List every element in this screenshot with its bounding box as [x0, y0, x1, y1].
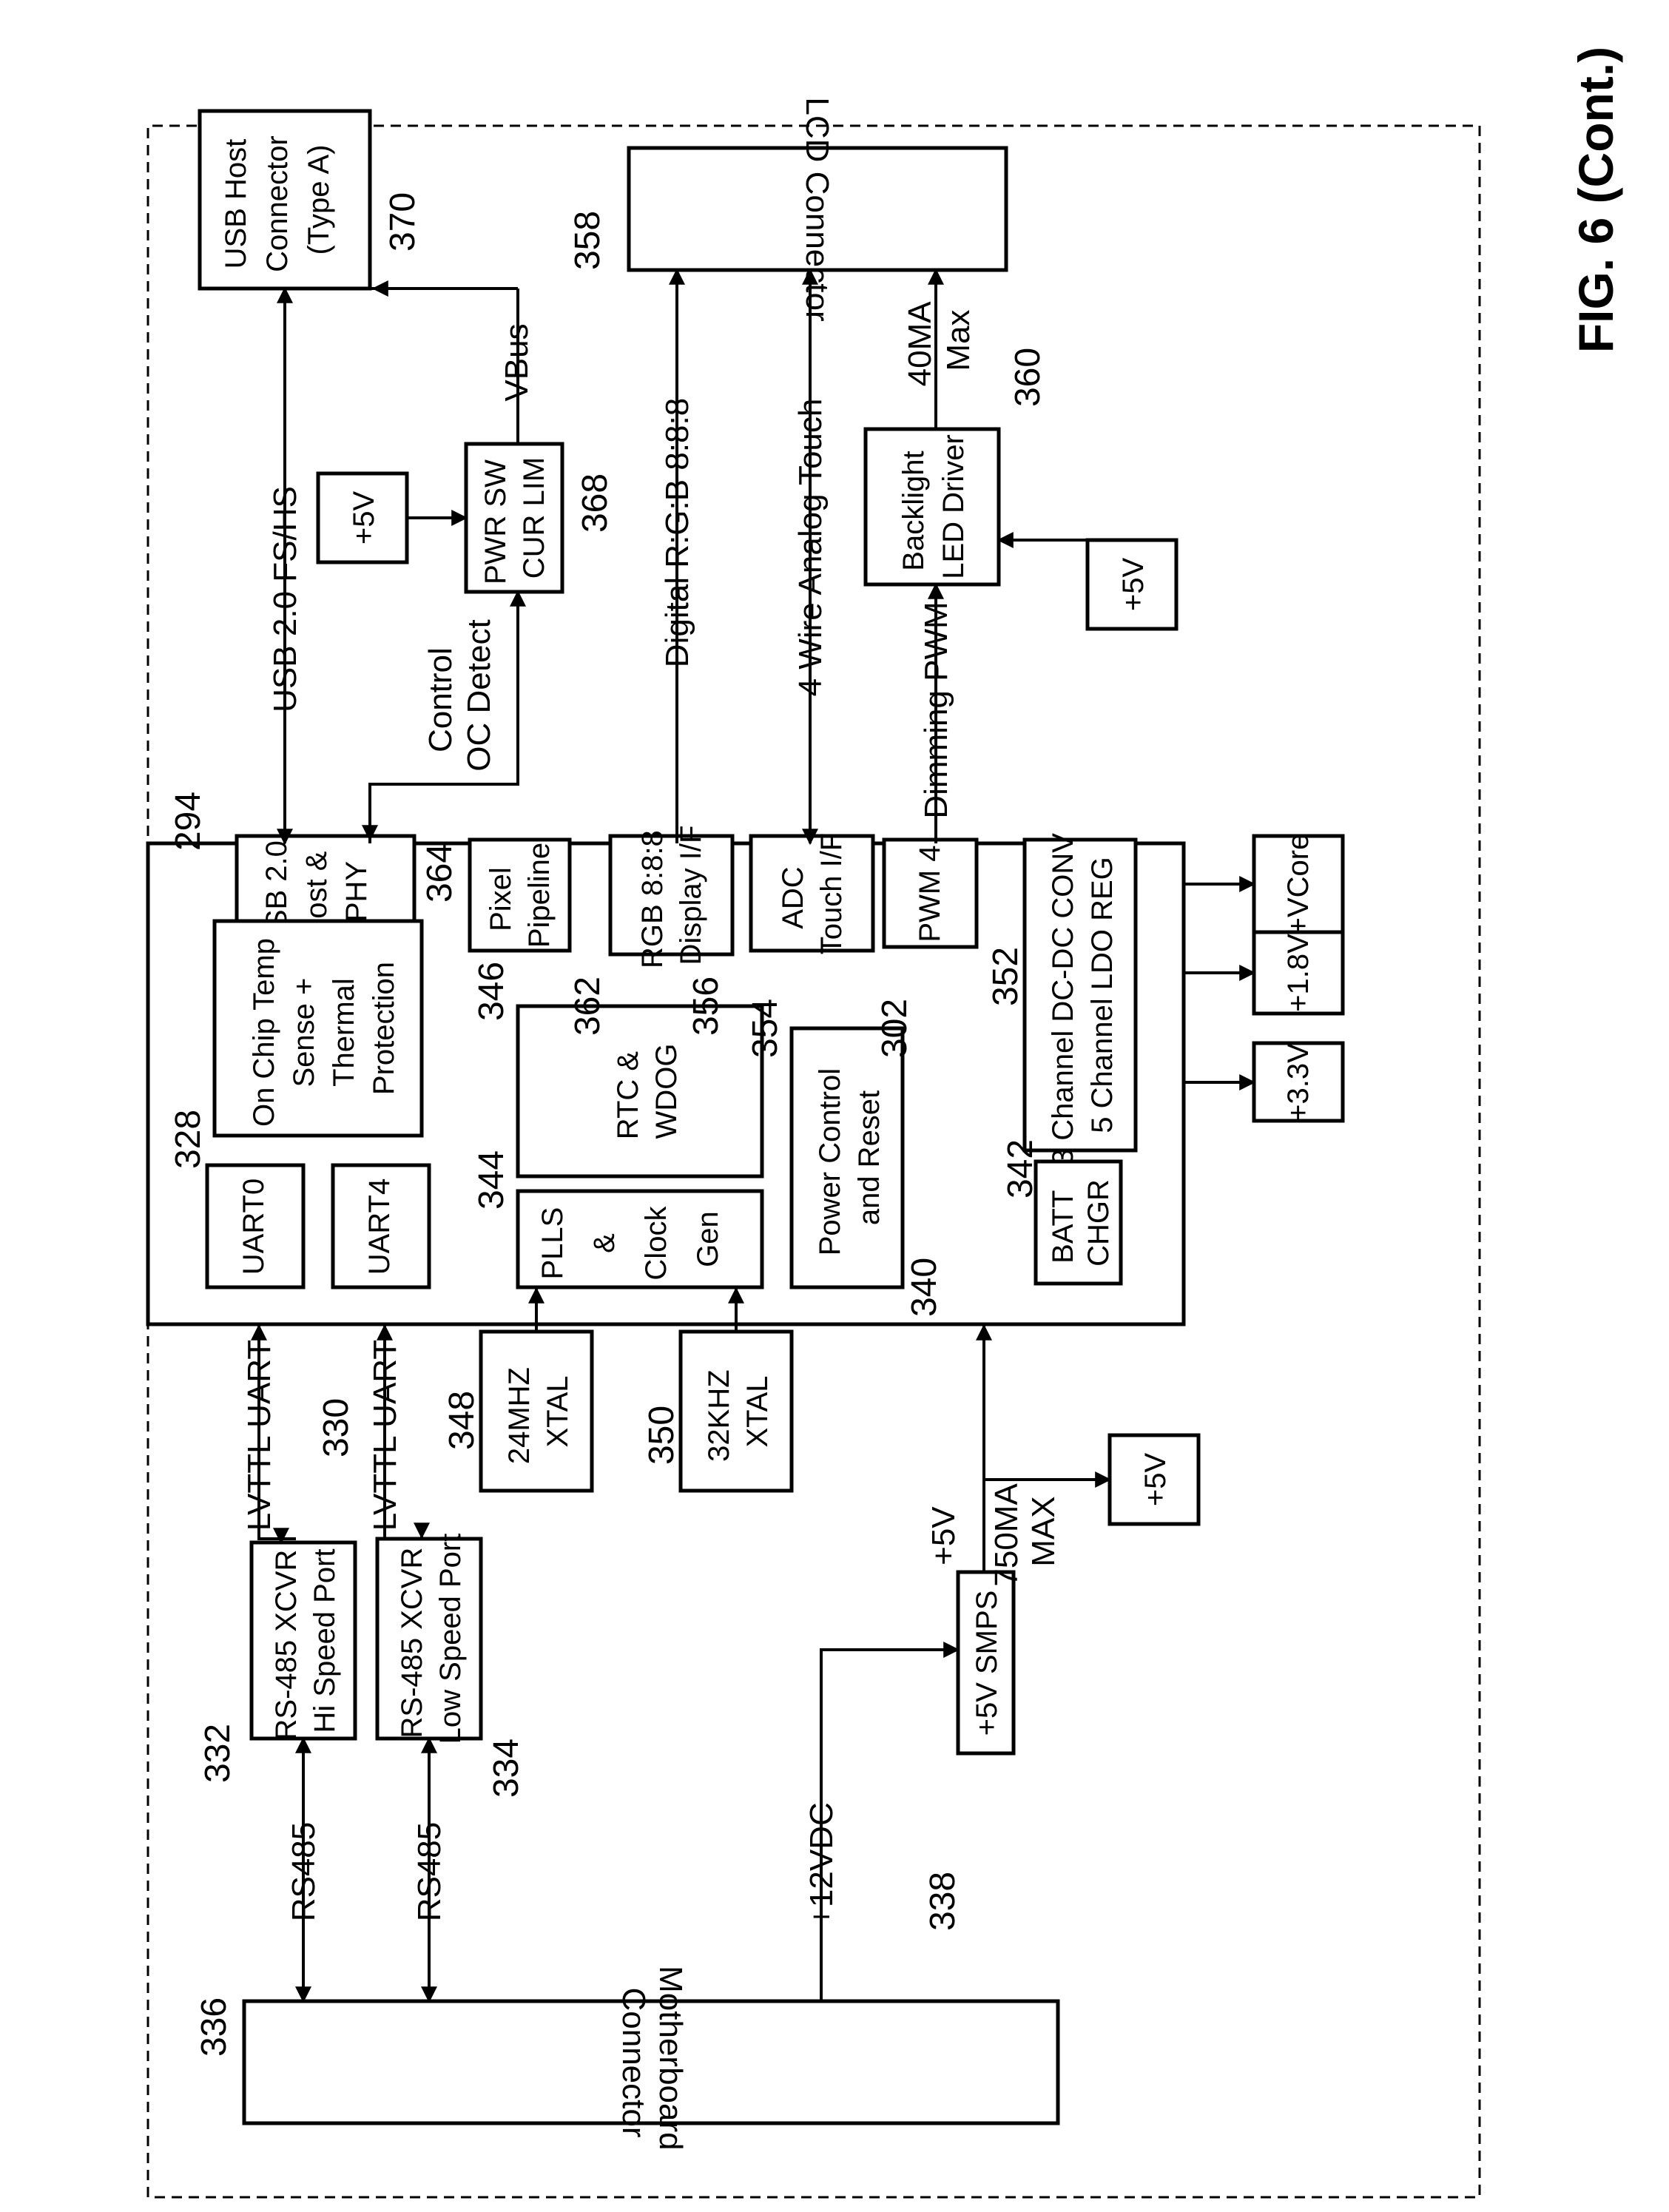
pixel-pipeline-box: [468, 837, 572, 953]
v12-signal-label: +12VDC: [803, 1802, 840, 1926]
smps-label: +5V SMPS: [971, 1591, 1003, 1736]
lcd-connector-label: LCD Connector: [799, 97, 835, 321]
ref-294: 294: [169, 792, 208, 851]
adc-touch-label: ADC Touch I/F: [777, 833, 848, 955]
digital-rgb-signal-label: Digital R:G:B 8:8:8: [659, 398, 695, 667]
ref-342: 342: [1001, 1139, 1040, 1198]
rtc-wdog-label: RTC & WDOG: [612, 1043, 683, 1139]
plls-box: [516, 1189, 764, 1289]
uart4-label: UART4: [363, 1179, 396, 1275]
ref-348: 348: [442, 1391, 482, 1450]
rs485b-signal-label: RS485: [411, 1822, 448, 1922]
on-chip-temp-box: [212, 919, 424, 1138]
motherboard-connector-box: [242, 1999, 1060, 2125]
ref-330: 330: [317, 1398, 356, 1457]
pwr-sw-label: PWR SW CUR LIM: [479, 451, 550, 584]
v33-label: +3.3V: [1282, 1043, 1315, 1122]
v18-label: +1.8V: [1282, 934, 1315, 1012]
lvttl0-signal-label: LVTTL UART: [241, 1340, 277, 1531]
motherboard-connector-label: Motherboard Connector: [616, 1966, 689, 2159]
lvttl4-signal-label: LVTTL UART: [367, 1340, 403, 1531]
batt-chgr-box: [1034, 1159, 1123, 1286]
ref-368: 368: [576, 473, 615, 533]
plus5v-label-backlight: +5V: [1117, 558, 1150, 612]
uart0-label: UART0: [237, 1179, 270, 1275]
uart4-box: [331, 1163, 431, 1289]
rs485a-signal-label: RS485: [286, 1822, 322, 1922]
figure-label: FIG. 6 (Cont.): [1568, 47, 1623, 353]
dimming-signal-label: Dimming PWM: [918, 601, 954, 818]
xtal32-box: [678, 1329, 794, 1493]
uart4-link: [383, 1324, 422, 1540]
xtal32-label: 32KHZ XTAL: [703, 1361, 774, 1462]
ref-334: 334: [487, 1739, 526, 1798]
plus5v-label-usb: +5V: [348, 491, 380, 545]
control-signal-label: Control OC Detect: [422, 619, 497, 771]
adc-touch-box: [749, 834, 875, 953]
power-control-box: [789, 1026, 905, 1289]
pixel-pipeline-label: Pixel Pipeline: [485, 843, 556, 948]
ref-370: 370: [383, 192, 422, 252]
ref-354: 354: [746, 999, 785, 1058]
led-current-label: 40MA Max: [902, 294, 977, 387]
ref-352: 352: [986, 947, 1025, 1006]
xtal24-box: [479, 1329, 594, 1493]
touch-signal-label: 4 Wire Analog Touch: [792, 399, 829, 697]
on-chip-temp-label: On Chip Temp Sense + Thermal Protection: [248, 930, 400, 1127]
xtal24-label: 24MHZ XTAL: [503, 1359, 574, 1464]
v12-line: [820, 1648, 958, 2001]
plus5v-label-supply: +5V: [1139, 1453, 1172, 1507]
rtc-wdog-box: [516, 1004, 764, 1179]
ref-340: 340: [905, 1258, 944, 1317]
rs485-hi-label: RS-485 XCVR Hi Speed Port: [270, 1542, 341, 1741]
ref-302: 302: [875, 999, 914, 1058]
reference-numerals: 370 358 368 360 294 364 362 356 354 302 …: [169, 192, 1048, 2057]
backlight-driver-box: [863, 427, 1001, 587]
rgb-display-label: RGB 8:8:8 Display I/F: [636, 822, 707, 968]
ref-338: 338: [923, 1872, 962, 1931]
pwm4-label: PWM 4: [914, 845, 946, 942]
rs485-low-label: RS-485 XCVR Low Speed Port: [396, 1534, 467, 1744]
ref-364: 364: [420, 843, 459, 903]
smps-out-label: +5V 750MA MAX: [925, 1476, 1062, 1586]
smps-box: [956, 1570, 1016, 1756]
ref-336: 336: [195, 1997, 234, 2057]
ref-332: 332: [198, 1724, 237, 1783]
ref-362: 362: [568, 977, 607, 1036]
dcdc-box: [1022, 837, 1138, 1153]
ref-328: 328: [169, 1110, 208, 1169]
batt-chgr-label: BATT CHGR: [1047, 1179, 1115, 1267]
ref-358: 358: [568, 211, 607, 270]
backlight-driver-label: Backlight LED Driver: [897, 434, 970, 579]
dcdc-label: 3 Channel DC-DC CONV 5 Channel LDO REG: [1047, 825, 1119, 1165]
pwm4-box: [882, 837, 979, 949]
ref-344: 344: [472, 1150, 511, 1210]
rgb-display-box: [608, 834, 735, 957]
power-control-label: Power Control and Reset: [814, 1060, 886, 1256]
usb-host-connector-label: USB Host Connector (Type A): [220, 127, 335, 272]
ref-346: 346: [472, 962, 511, 1021]
vbus-signal-label: VBus: [499, 323, 535, 401]
vcore-label: +VCore: [1282, 834, 1315, 935]
plls-clock-label: PLLS & Clock Gen: [536, 1198, 724, 1280]
uart0-box: [205, 1163, 306, 1289]
ref-360: 360: [1008, 348, 1048, 407]
ref-350: 350: [642, 1406, 681, 1465]
ref-356: 356: [687, 977, 726, 1036]
usb20-signal-label: USB 2.0 FS/HS: [267, 486, 303, 712]
